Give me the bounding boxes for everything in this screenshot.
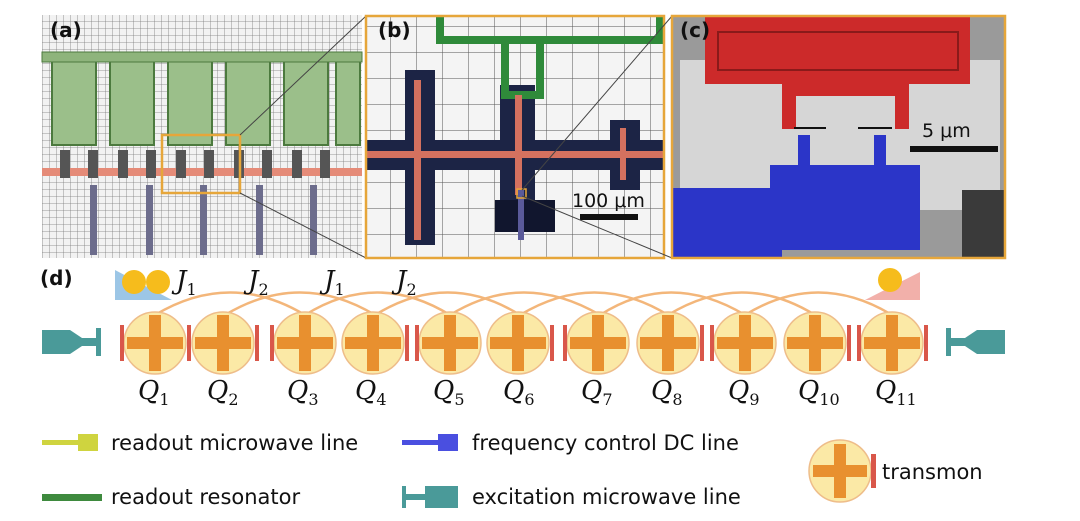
legend-readout-resonator-icon	[42, 494, 102, 501]
qubit-label: Q11	[875, 376, 917, 410]
transmon-qubit	[783, 311, 851, 375]
excitation-line-left	[42, 328, 101, 356]
capacitor-bar	[187, 325, 191, 361]
legend-transmon-icon	[808, 439, 876, 503]
panel-b-micrograph	[364, 14, 666, 260]
capacitor-bar	[563, 325, 567, 361]
transmon-qubit	[270, 311, 337, 375]
transmon-qubit	[857, 311, 928, 375]
capacitor-bar	[700, 325, 704, 361]
coupling-label: J2	[248, 266, 269, 300]
legend-dc-line-icon	[402, 434, 458, 451]
capacitor-bar	[710, 325, 714, 361]
legend-excitation-line-label: excitation microwave line	[472, 485, 741, 509]
legend-excitation-line-icon	[402, 486, 458, 508]
qubit-label: Q2	[207, 376, 239, 410]
qubit-label: Q6	[503, 376, 535, 410]
transmon-qubit	[120, 311, 191, 375]
initial-state-right	[865, 268, 920, 300]
capacitor-bar	[255, 325, 259, 361]
panel-label-a: (a)	[50, 18, 82, 42]
coupling-label: J1	[324, 266, 345, 300]
transmon-qubit	[486, 311, 554, 375]
panel-label-d: (d)	[40, 266, 73, 290]
legend-readout-line-icon	[42, 434, 98, 451]
initial-state-left	[115, 270, 172, 300]
qubit-label: Q4	[355, 376, 387, 410]
qubit-label: Q5	[433, 376, 465, 410]
panel-a-micrograph	[41, 15, 363, 258]
capacitor-bar	[120, 325, 124, 361]
panel-label-c: (c)	[680, 18, 711, 42]
transmon-qubit	[191, 311, 259, 375]
qubit-label: Q10	[798, 376, 840, 410]
qubit-label: Q1	[138, 376, 170, 410]
excitation-line-right	[946, 328, 1005, 356]
qubit-label: Q8	[651, 376, 683, 410]
coupling-label: J2	[396, 266, 417, 300]
transmon-qubit	[636, 311, 704, 375]
transmon-qubit	[710, 311, 777, 375]
legend-transmon-label: transmon	[882, 460, 983, 484]
panel-label-b: (b)	[378, 18, 411, 42]
capacitor-bar	[550, 325, 554, 361]
coupling-label: J1	[176, 266, 197, 300]
transmon-qubit	[563, 311, 630, 375]
capacitor-bar	[270, 325, 274, 361]
transmon-qubit	[341, 311, 409, 375]
qubit-label: Q7	[581, 376, 613, 410]
capacitor-bar	[405, 325, 409, 361]
transmon-qubit	[415, 311, 482, 375]
capacitor-bar	[857, 325, 861, 361]
qubit-label: Q9	[728, 376, 760, 410]
legend-dc-line-label: frequency control DC line	[472, 431, 739, 455]
capacitor-bar	[924, 325, 928, 361]
capacitor-bar	[415, 325, 419, 361]
panel-c-sem-image	[670, 14, 1007, 260]
legend-readout-line-label: readout microwave line	[111, 431, 359, 455]
legend-readout-resonator-label: readout resonator	[111, 485, 301, 509]
scalebar-label-b: 100 μm	[572, 190, 645, 212]
qubit-label: Q3	[287, 376, 319, 410]
scalebar-label-c: 5 μm	[922, 120, 971, 142]
capacitor-bar	[847, 325, 851, 361]
panel-d-schematic	[42, 268, 1005, 375]
